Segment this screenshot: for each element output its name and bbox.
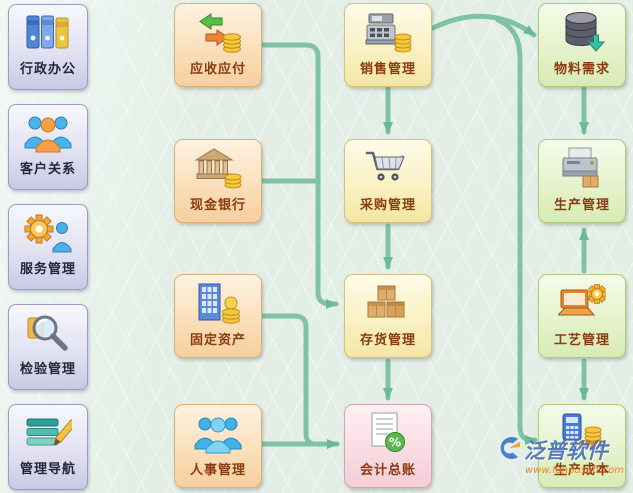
module-label: 人事管理 bbox=[189, 463, 246, 478]
module-label: 固定资产 bbox=[189, 333, 246, 348]
vendor-logo-icon bbox=[497, 435, 521, 465]
sidebar-item-label: 管理导航 bbox=[19, 462, 76, 477]
machine-icon bbox=[558, 143, 606, 193]
ledger-percent-icon: % bbox=[366, 408, 410, 458]
module-label: 生产成本 bbox=[553, 463, 610, 478]
sidebar-item-inspection-management[interactable]: 检验管理 bbox=[8, 304, 88, 390]
bank-coins-icon bbox=[194, 143, 242, 193]
arrow-sales-to-cost bbox=[495, 17, 538, 445]
module-inventory-management[interactable]: 存货管理 bbox=[344, 274, 432, 358]
module-label: 工艺管理 bbox=[553, 333, 610, 348]
boxes-icon bbox=[364, 278, 412, 328]
module-label: 物料需求 bbox=[553, 62, 610, 77]
sidebar-item-customer-relations[interactable]: 客户关系 bbox=[8, 104, 88, 190]
laptop-gear-icon bbox=[558, 278, 606, 328]
module-label: 现金银行 bbox=[189, 198, 246, 213]
module-label: 生产管理 bbox=[553, 198, 610, 213]
module-label: 销售管理 bbox=[359, 62, 416, 77]
nav-list-icon bbox=[24, 408, 72, 458]
vendor-watermark: 泛普软件 www.fanpusoft.com bbox=[497, 435, 624, 476]
module-production-management[interactable]: 生产管理 bbox=[538, 139, 626, 223]
shopping-cart-icon bbox=[364, 143, 412, 193]
customers-icon bbox=[24, 108, 72, 158]
arrow-receivables-to-inventory bbox=[260, 42, 339, 309]
module-sales-management[interactable]: 销售管理 bbox=[344, 3, 432, 87]
module-production-cost[interactable]: 生产成本 bbox=[538, 404, 626, 488]
service-gear-icon bbox=[24, 208, 72, 258]
calculator-coins-icon bbox=[558, 408, 606, 458]
svg-text:%: % bbox=[389, 436, 401, 450]
module-hr-management[interactable]: 人事管理 bbox=[174, 404, 262, 488]
cash-register-icon bbox=[364, 7, 412, 57]
sidebar-item-label: 服务管理 bbox=[19, 262, 76, 277]
arrow-fixedassets-join bbox=[260, 313, 318, 447]
receivables-payables-icon bbox=[194, 7, 242, 57]
module-material-requirements[interactable]: 物料需求 bbox=[538, 3, 626, 87]
module-process-management[interactable]: 工艺管理 bbox=[538, 274, 626, 358]
arrow-sales-to-materials bbox=[430, 13, 537, 38]
module-label: 会计总账 bbox=[359, 463, 416, 478]
database-icon bbox=[558, 7, 606, 57]
sidebar-item-label: 检验管理 bbox=[19, 362, 76, 377]
module-general-ledger[interactable]: % 会计总账 bbox=[344, 404, 432, 488]
sidebar-item-label: 行政办公 bbox=[19, 62, 76, 77]
module-receivables-payables[interactable]: 应收应付 bbox=[174, 3, 262, 87]
module-cash-bank[interactable]: 现金银行 bbox=[174, 139, 262, 223]
sidebar-item-admin-office[interactable]: 行政办公 bbox=[8, 4, 88, 90]
module-label: 存货管理 bbox=[359, 333, 416, 348]
module-fixed-assets[interactable]: 固定资产 bbox=[174, 274, 262, 358]
sidebar-item-service-management[interactable]: 服务管理 bbox=[8, 204, 88, 290]
sidebar-item-label: 客户关系 bbox=[19, 162, 76, 177]
vendor-name: 泛普软件 bbox=[524, 439, 608, 463]
magnifier-icon bbox=[24, 308, 72, 358]
binders-icon bbox=[25, 8, 71, 58]
module-purchase-management[interactable]: 采购管理 bbox=[344, 139, 432, 223]
sidebar-item-management-navigation[interactable]: 管理导航 bbox=[8, 404, 88, 490]
module-label: 采购管理 bbox=[359, 198, 416, 213]
module-label: 应收应付 bbox=[189, 62, 246, 77]
people-icon bbox=[194, 408, 242, 458]
building-coins-icon bbox=[194, 278, 242, 328]
vendor-url: www.fanpusoft.com bbox=[525, 465, 625, 476]
